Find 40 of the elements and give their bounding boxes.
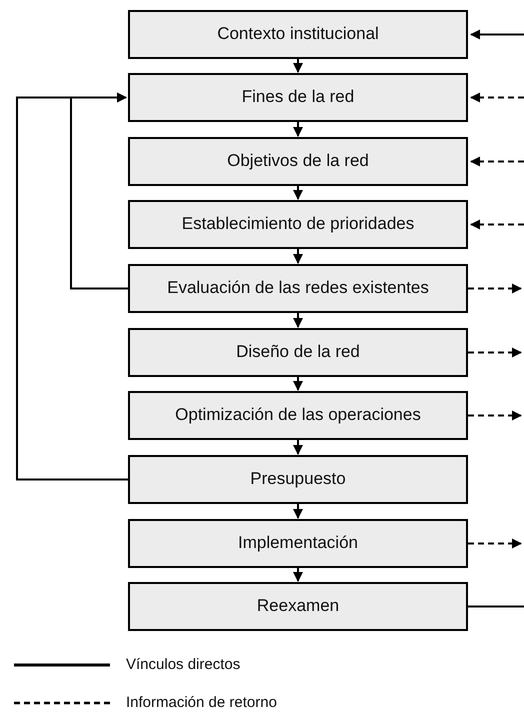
box-label: Contexto institucional <box>217 25 379 44</box>
box-label: Establecimiento de prioridades <box>182 215 414 234</box>
arrow <box>470 156 524 166</box>
process-box <box>128 200 468 249</box>
process-box <box>128 582 468 631</box>
arrow <box>468 538 522 548</box>
legend-label: Vínculos directos <box>126 656 240 673</box>
legend-label: Información de retorno <box>126 694 277 711</box>
box-label: Presupuesto <box>250 470 346 489</box>
arrow <box>293 440 303 455</box>
arrow <box>470 92 524 102</box>
box-label: Fines de la red <box>242 88 354 107</box>
process-box <box>128 137 468 186</box>
arrow <box>293 249 303 264</box>
arrow <box>468 410 522 420</box>
arrow <box>293 59 303 73</box>
arrow <box>293 186 303 200</box>
process-box <box>128 73 468 122</box>
arrow <box>468 284 522 294</box>
process-box <box>128 519 468 568</box>
arrow <box>470 30 524 40</box>
arrow <box>293 504 303 519</box>
process-box <box>128 328 468 377</box>
arrow <box>293 122 303 137</box>
process-box <box>128 10 468 59</box>
process-box <box>128 264 468 313</box>
box-label: Evaluación de las redes existentes <box>167 279 429 298</box>
process-box <box>128 455 468 504</box>
arrow <box>293 313 303 328</box>
arrow <box>16 92 128 480</box>
box-label: Reexamen <box>256 597 340 616</box>
arrow <box>468 348 522 358</box>
process-box <box>128 391 468 440</box>
box-label: Optimización de las operaciones <box>175 406 421 425</box>
arrow <box>293 568 303 582</box>
box-label: Objetivos de la red <box>227 152 369 171</box>
arrow <box>470 220 524 230</box>
box-label: Implementación <box>238 534 358 553</box>
arrow <box>293 377 303 391</box>
box-label: Diseño de la red <box>236 343 360 362</box>
